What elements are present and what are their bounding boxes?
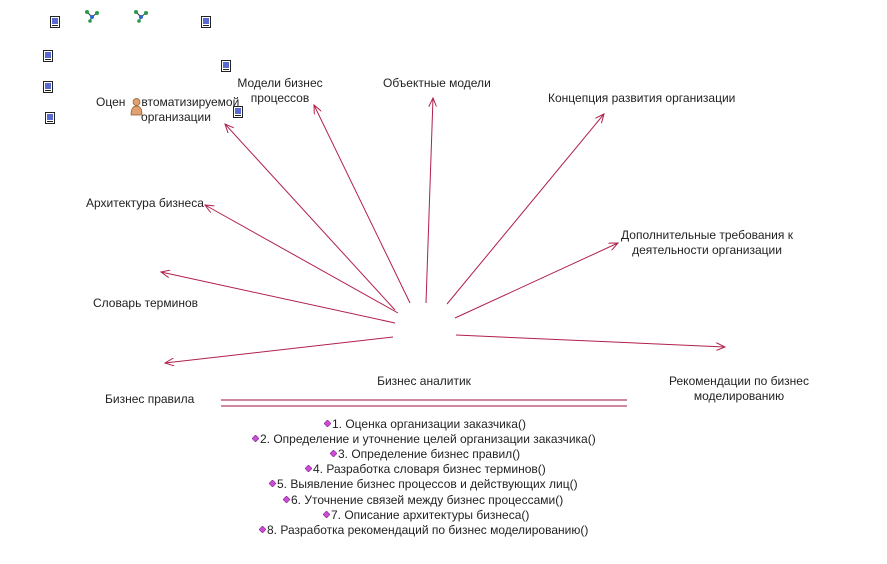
label-architecture: Архитектура бизнеса xyxy=(86,196,204,210)
arrow-to-rules xyxy=(165,336,394,363)
arrow-to-recommendations xyxy=(455,334,725,347)
operation-icon xyxy=(252,435,259,442)
operation-item[interactable]: 7. Описание архитектуры бизнеса() xyxy=(323,508,529,523)
operation-icon xyxy=(259,526,266,533)
arrow-to-bpm xyxy=(314,105,411,304)
arrow-to-object-models xyxy=(425,98,433,304)
document-icon[interactable] xyxy=(221,60,231,72)
network-icon[interactable] xyxy=(133,9,149,23)
actor-icon xyxy=(130,98,143,116)
document-icon[interactable] xyxy=(50,16,60,28)
label-object-models: Объектные модели xyxy=(383,76,491,90)
operation-icon xyxy=(324,420,331,427)
operation-item[interactable]: 4. Разработка словаря бизнес терминов() xyxy=(305,462,546,477)
arrow-to-extra-req xyxy=(454,243,618,319)
label-glossary: Словарь терминов xyxy=(93,296,198,310)
arrow-to-glossary xyxy=(161,272,396,324)
operation-item[interactable]: 1. Оценка организации заказчика() xyxy=(324,417,526,432)
operation-item[interactable]: 6. Уточнение связей между бизнес процесс… xyxy=(283,493,563,508)
arrow-to-assessment xyxy=(225,124,396,311)
operation-icon xyxy=(305,465,312,472)
document-icon[interactable] xyxy=(43,81,53,93)
label-concept: Концепция развития организации xyxy=(548,91,736,105)
operation-item[interactable]: 5. Выявление бизнес процессов и действую… xyxy=(269,477,578,492)
class-name-business-analyst[interactable]: Бизнес аналитик xyxy=(377,374,471,388)
operation-item[interactable]: 3. Определение бизнес правил() xyxy=(330,447,520,462)
operation-item[interactable]: 2. Определение и уточнение целей организ… xyxy=(252,432,596,447)
operation-icon xyxy=(330,450,337,457)
arrow-to-architecture xyxy=(205,205,399,314)
document-icon[interactable] xyxy=(43,50,53,62)
label-assessment-line2: организации xyxy=(141,110,211,124)
label-rules: Бизнес правила xyxy=(105,392,195,406)
document-icon[interactable] xyxy=(201,16,211,28)
operation-icon xyxy=(283,496,290,503)
operation-icon xyxy=(269,480,276,487)
document-icon[interactable] xyxy=(233,106,243,118)
operation-item[interactable]: 8. Разработка рекомендаций по бизнес мод… xyxy=(259,523,588,538)
arrow-to-concept xyxy=(446,114,604,305)
document-icon[interactable] xyxy=(45,112,55,124)
network-icon[interactable] xyxy=(84,9,100,23)
operation-icon xyxy=(323,511,330,518)
